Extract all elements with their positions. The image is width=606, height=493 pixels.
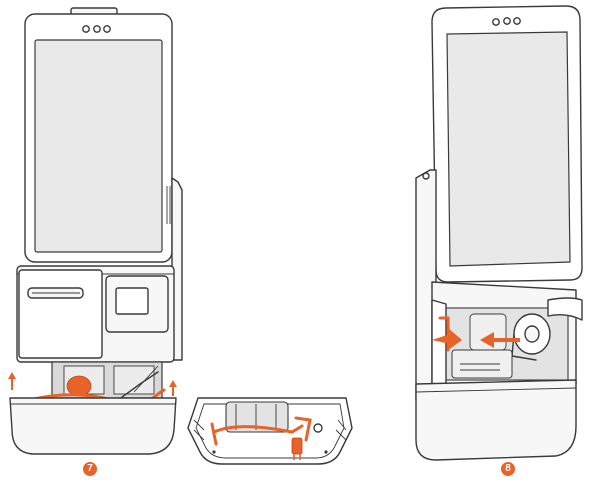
printer-door: [18, 269, 103, 359]
camera-icon: [82, 25, 111, 33]
base-pedestal-left: [9, 397, 177, 455]
base-tray-detail: [187, 397, 353, 465]
screen-left: [34, 39, 163, 253]
screen-right: [446, 31, 571, 267]
cable-reel: [66, 375, 92, 397]
step-badge-7: 7: [83, 462, 97, 476]
arrow-right-icon: [432, 328, 462, 350]
arrow-up-icon: [169, 380, 177, 396]
cable-orange: [212, 424, 304, 434]
camera-icon: [492, 17, 521, 26]
kiosk-right: [415, 5, 583, 461]
card-reader-window: [115, 287, 149, 315]
power-plug: [291, 437, 303, 455]
drum-unit: [225, 401, 289, 433]
step-badge-8: 8: [501, 462, 515, 476]
kiosk-left: [8, 7, 183, 455]
paper-roll-icon: [511, 297, 583, 361]
arrow-up-icon: [8, 372, 16, 390]
base-pedestal-right: [415, 379, 577, 461]
arrow-left-icon: [480, 332, 520, 348]
